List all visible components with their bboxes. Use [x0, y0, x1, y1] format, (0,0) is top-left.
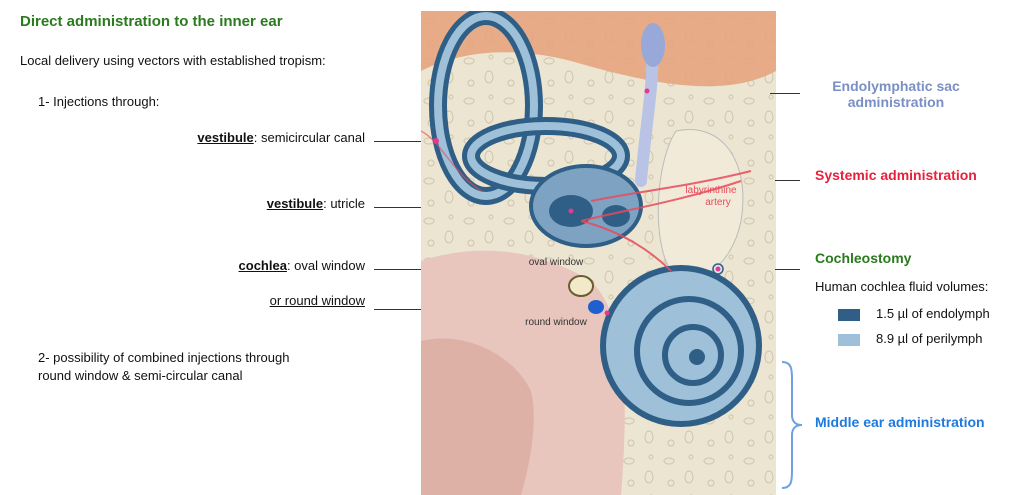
leader-line [775, 269, 800, 270]
injection-point [433, 138, 439, 144]
legend-endolymph: 1.5 µl of endolymph [838, 306, 990, 321]
legend-label: 8.9 µl of perilymph [876, 331, 982, 346]
legend-perilymph: 8.9 µl of perilymph [838, 331, 982, 346]
site-detail: : utricle [323, 196, 365, 211]
route-cochleostomy: Cochleostomy [815, 250, 911, 266]
site-detail: : semicircular canal [254, 130, 365, 145]
round-window [588, 300, 604, 314]
organ-name: vestibule [267, 196, 323, 211]
route-middle-ear: Middle ear administration [815, 414, 985, 430]
inner-ear-illustration: labyrinthine artery oval window round wi… [421, 11, 776, 495]
site-semicircular-canal: vestibule: semicircular canal [197, 130, 365, 145]
cochlea-apex [689, 349, 705, 365]
injection-point [716, 267, 721, 272]
route-systemic: Systemic administration [815, 167, 977, 183]
perilymph-swatch [838, 334, 860, 346]
site-round-window: or round window [270, 293, 365, 308]
label-oval-window: oval window [529, 257, 584, 268]
subtitle: Local delivery using vectors with establ… [20, 53, 326, 68]
leader-line [775, 180, 800, 181]
injection-point [645, 89, 650, 94]
oval-window-stapes [569, 276, 593, 296]
step-1-heading: 1- Injections through: [38, 94, 159, 109]
legend-label: 1.5 µl of endolymph [876, 306, 990, 321]
route-label-line: administration [806, 94, 986, 110]
site-oval-window: cochlea: oval window [239, 258, 365, 273]
middle-ear-brace [778, 360, 806, 490]
endolymph-swatch [838, 309, 860, 321]
fluid-volumes-heading: Human cochlea fluid volumes: [815, 279, 988, 294]
organ-name: vestibule [197, 130, 253, 145]
endolymphatic-sac [641, 23, 665, 67]
step-2-line-1: 2- possibility of combined injections th… [38, 350, 289, 365]
organ-name: cochlea [239, 258, 287, 273]
route-endolymphatic-sac: Endolymphatic sac administration [806, 78, 986, 110]
leader-line [770, 93, 800, 94]
site-utricle: vestibule: utricle [267, 196, 365, 211]
label-round-window: round window [525, 317, 587, 328]
injection-point [605, 311, 610, 316]
step-2-line-2: round window & semi-circular canal [38, 368, 242, 383]
label-artery: artery [705, 197, 731, 208]
page-title: Direct administration to the inner ear [20, 13, 283, 30]
route-label-line: Endolymphatic sac [806, 78, 986, 94]
site-detail: : oval window [287, 258, 365, 273]
label-labyrinthine: labyrinthine [685, 185, 737, 196]
injection-point [569, 209, 574, 214]
site-detail: or round window [270, 293, 365, 308]
